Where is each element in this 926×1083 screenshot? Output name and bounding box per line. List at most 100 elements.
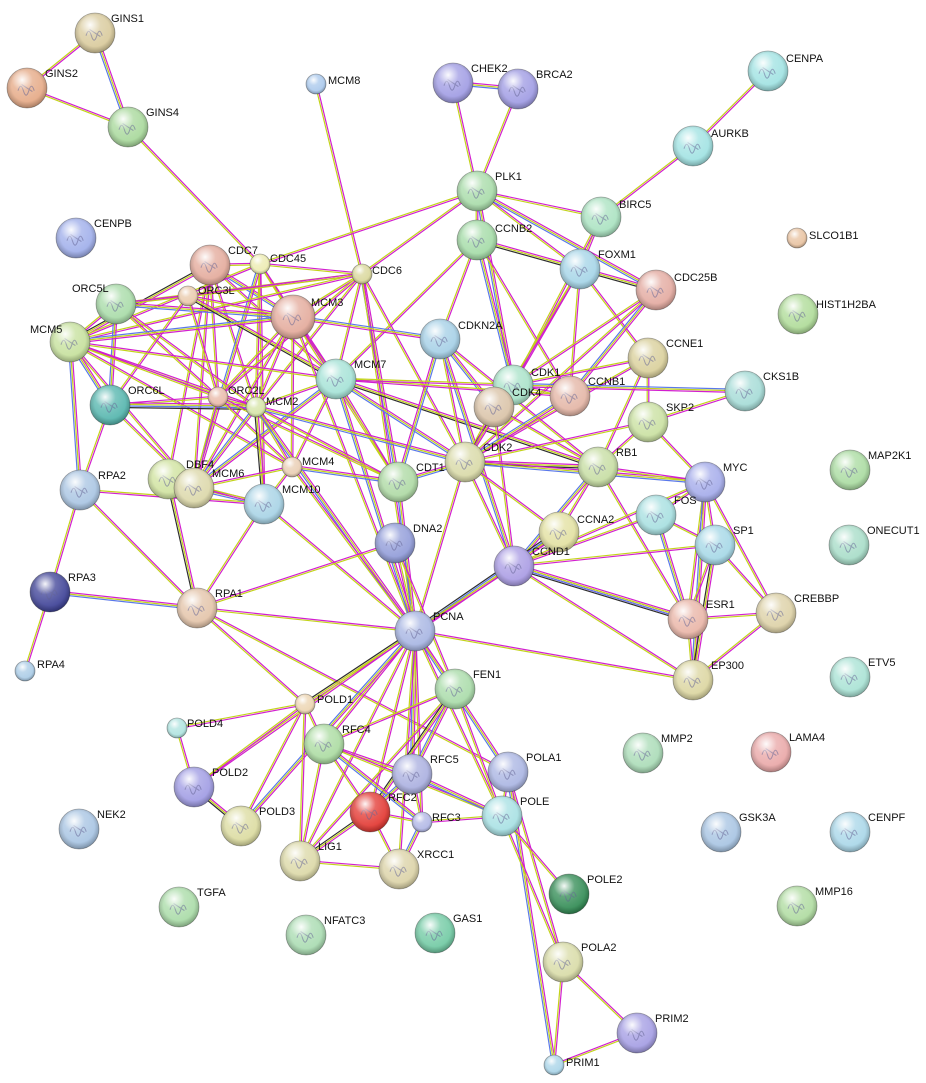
- node-label: NEK2: [97, 809, 126, 821]
- node-crebbp[interactable]: CREBBP: [755, 592, 839, 634]
- edge-CCNE1-RB1: [596, 357, 650, 468]
- node-ccne1[interactable]: CCNE1: [627, 337, 703, 379]
- node-pold3[interactable]: POLD3: [220, 805, 295, 847]
- node-tgfa[interactable]: TGFA: [158, 886, 226, 928]
- node-cdc7[interactable]: CDC7: [189, 244, 258, 286]
- node-pola2[interactable]: POLA2: [542, 941, 616, 983]
- node-cdt1[interactable]: CDT1: [377, 461, 445, 503]
- node-chek2[interactable]: CHEK2: [432, 62, 508, 104]
- edge-line: [186, 295, 218, 398]
- node-rpa4[interactable]: RPA4: [14, 659, 65, 682]
- node-highlight: [177, 588, 217, 628]
- node-cdk2[interactable]: CDK2: [444, 441, 512, 483]
- node-pola1[interactable]: POLA1: [487, 751, 561, 793]
- node-esr1[interactable]: ESR1: [667, 598, 735, 640]
- node-orc2l[interactable]: ORC2L: [207, 385, 265, 408]
- edge-line: [398, 338, 443, 484]
- node-gins1[interactable]: GINS1: [74, 12, 144, 54]
- node-plk1[interactable]: PLK1: [456, 170, 522, 212]
- node-dna2[interactable]: DNA2: [374, 522, 442, 564]
- node-ep300[interactable]: EP300: [672, 659, 744, 701]
- node-cks1b[interactable]: CKS1B: [724, 370, 799, 412]
- node-mcm7[interactable]: MCM7: [315, 358, 386, 400]
- node-etv5[interactable]: ETV5: [829, 656, 896, 698]
- node-mmp16[interactable]: MMP16: [776, 885, 853, 927]
- node-rfc3[interactable]: RFC3: [411, 811, 461, 833]
- node-pole[interactable]: POLE: [481, 795, 549, 837]
- node-brca2[interactable]: BRCA2: [497, 68, 573, 110]
- node-ccna2[interactable]: CCNA2: [538, 511, 614, 553]
- node-ccnb2[interactable]: CCNB2: [456, 219, 532, 261]
- node-highlight: [751, 732, 791, 772]
- node-prim2[interactable]: PRIM2: [616, 1012, 689, 1054]
- node-sp1[interactable]: SP1: [694, 524, 754, 566]
- node-mcm4[interactable]: MCM4: [281, 456, 334, 478]
- node-gins4[interactable]: GINS4: [107, 106, 179, 148]
- node-fen1[interactable]: FEN1: [434, 668, 501, 710]
- node-rfc5[interactable]: RFC5: [391, 753, 459, 795]
- node-prim1[interactable]: PRIM1: [543, 1054, 600, 1076]
- node-rpa1[interactable]: RPA1: [176, 587, 243, 629]
- node-pole2[interactable]: POLE2: [548, 873, 622, 915]
- node-fos[interactable]: FOS: [635, 494, 697, 536]
- node-cenpb[interactable]: CENPB: [55, 217, 132, 259]
- node-gas1[interactable]: GAS1: [414, 912, 482, 954]
- node-cdk4[interactable]: CDK4: [473, 386, 541, 428]
- node-mmp2[interactable]: MMP2: [622, 732, 693, 774]
- node-rpa3[interactable]: RPA3: [29, 571, 96, 613]
- node-map2k1[interactable]: MAP2K1: [829, 449, 911, 491]
- node-nfatc3[interactable]: NFATC3: [285, 914, 365, 956]
- node-cenpf[interactable]: CENPF: [829, 811, 906, 853]
- node-gins2[interactable]: GINS2: [6, 67, 78, 109]
- node-orc5l[interactable]: ORC5L: [72, 283, 137, 325]
- node-highlight: [560, 249, 600, 289]
- node-pold2[interactable]: POLD2: [173, 766, 248, 808]
- node-aurkb[interactable]: AURKB: [672, 125, 749, 167]
- node-mcm10[interactable]: MCM10: [243, 483, 321, 525]
- node-label: POLD3: [259, 806, 295, 818]
- node-highlight: [695, 525, 735, 565]
- edge-line: [512, 384, 746, 392]
- node-mcm6[interactable]: MCM6: [173, 467, 244, 509]
- node-ccnd1[interactable]: CCND1: [493, 545, 570, 587]
- node-myc[interactable]: MYC: [684, 461, 748, 503]
- node-pold1[interactable]: POLD1: [294, 693, 353, 715]
- node-mcm3[interactable]: MCM3: [270, 294, 343, 340]
- node-label: LAMA4: [789, 732, 825, 744]
- node-foxm1[interactable]: FOXM1: [559, 248, 636, 290]
- node-pold4[interactable]: POLD4: [166, 717, 223, 739]
- node-ccnb1[interactable]: CCNB1: [549, 375, 625, 417]
- node-mcm8[interactable]: MCM8: [305, 73, 360, 95]
- node-label: CENPB: [94, 218, 132, 230]
- node-rb1[interactable]: RB1: [577, 446, 637, 488]
- node-mcm5[interactable]: MCM5: [30, 321, 91, 363]
- node-onecut1[interactable]: ONECUT1: [828, 524, 920, 566]
- node-cdc25b[interactable]: CDC25B: [635, 269, 717, 311]
- node-rfc4[interactable]: RFC4: [303, 723, 371, 765]
- node-lig1[interactable]: LIG1: [279, 840, 342, 882]
- node-orc3l[interactable]: ORC3L: [177, 285, 235, 307]
- node-slco1b1[interactable]: SLCO1B1: [786, 227, 859, 249]
- node-gsk3a[interactable]: GSK3A: [700, 811, 776, 853]
- node-xrcc1[interactable]: XRCC1: [378, 848, 454, 890]
- node-rpa2[interactable]: RPA2: [59, 469, 126, 511]
- node-label: CCNA2: [577, 514, 614, 526]
- node-cenpa[interactable]: CENPA: [747, 50, 824, 92]
- node-mcm2[interactable]: MCM2: [245, 396, 298, 418]
- edge-line: [336, 377, 467, 462]
- node-hist1h2ba[interactable]: HIST1H2BA: [777, 293, 877, 335]
- node-rfc2[interactable]: RFC2: [349, 791, 417, 833]
- edge-DBF4-RPA1: [165, 478, 200, 609]
- node-cdc45[interactable]: CDC45: [249, 253, 306, 275]
- node-cdkn2a[interactable]: CDKN2A: [419, 318, 503, 360]
- node-lama4[interactable]: LAMA4: [750, 731, 825, 773]
- node-label: CDC6: [372, 265, 402, 277]
- node-orc6l[interactable]: ORC6L: [89, 384, 165, 426]
- edge-line: [362, 273, 401, 483]
- node-skp2[interactable]: SKP2: [627, 401, 694, 443]
- node-birc5[interactable]: BIRC5: [580, 196, 651, 238]
- node-pcna[interactable]: PCNA: [394, 610, 464, 652]
- node-nek2[interactable]: NEK2: [58, 808, 126, 850]
- node-cdc6[interactable]: CDC6: [351, 263, 402, 285]
